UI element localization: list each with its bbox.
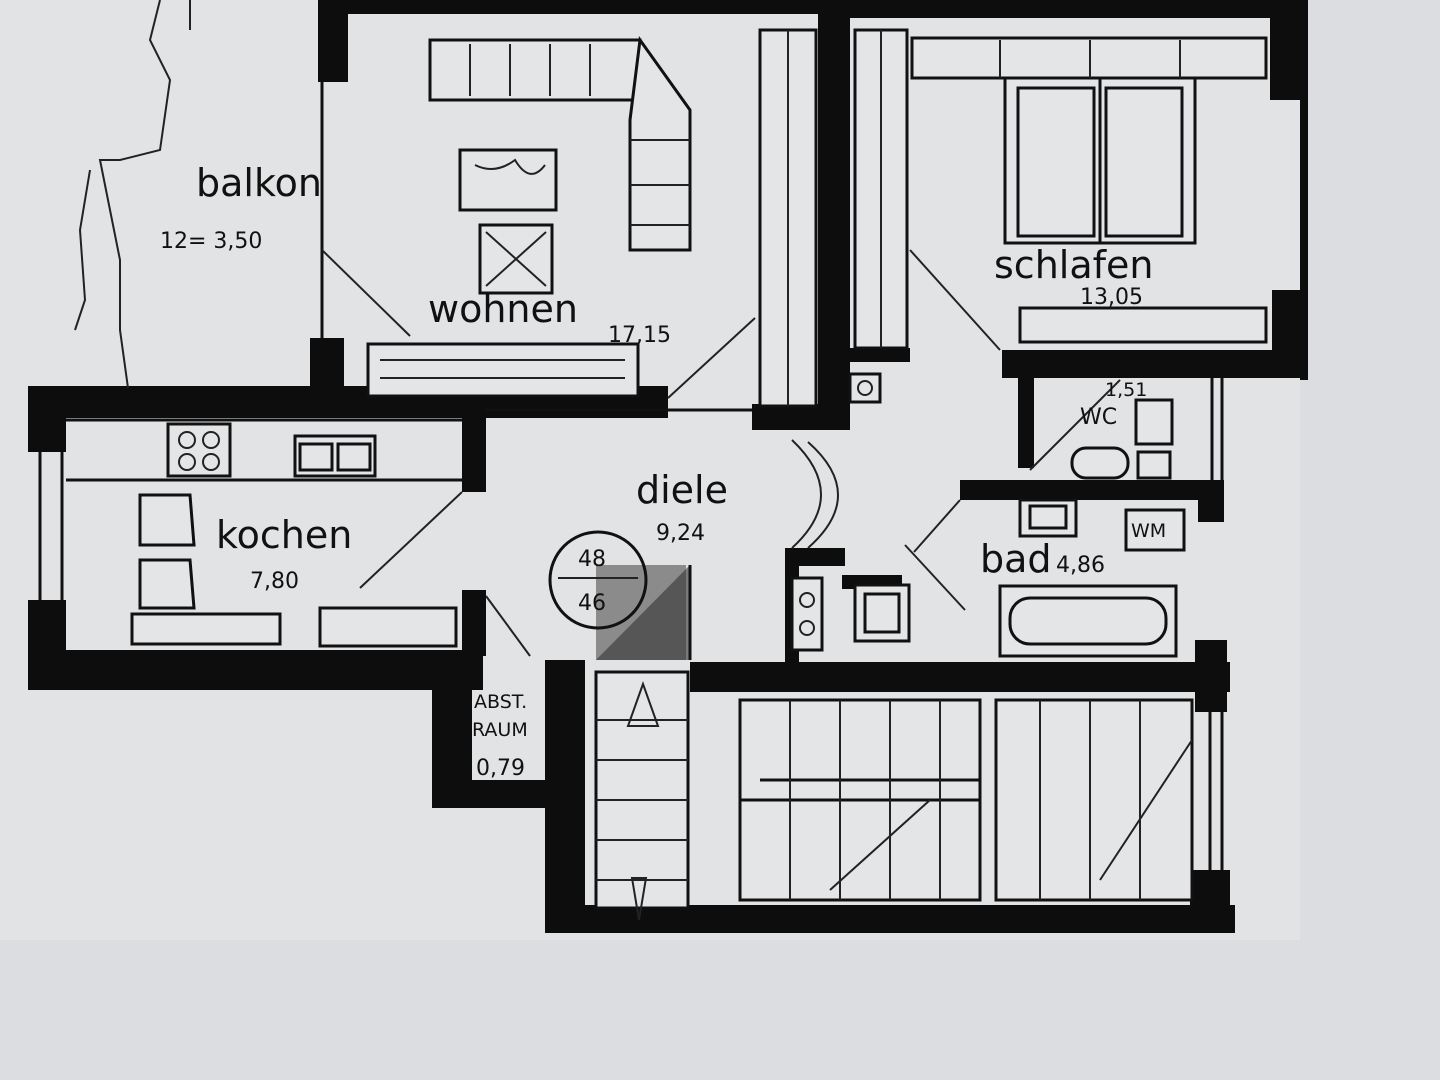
room-area-diele: 9,24 [656, 521, 705, 546]
room-name-bad: bad [980, 537, 1052, 581]
room-area-bad: 4,86 [1056, 553, 1105, 578]
furniture [130, 28, 1268, 921]
room-bad: bad 4,86 WM [980, 520, 1166, 581]
room-kochen: kochen 7,80 [216, 513, 352, 594]
door-swings [321, 249, 1121, 657]
thin-lines [38, 0, 1224, 870]
room-name-abst-line1: ABST. [474, 691, 527, 713]
room-name-wohnen: wohnen [428, 287, 578, 331]
room-name-diele: diele [636, 468, 728, 512]
room-name-balkon: balkon [196, 161, 322, 205]
room-balkon: balkon 12= 3,50 [160, 161, 322, 254]
room-name-abst-line2: RAUM [472, 719, 528, 741]
room-area-abst: 0,79 [476, 756, 525, 781]
room-abstellraum: ABST. RAUM 0,79 [472, 691, 528, 781]
room-name-schlafen: schlafen [994, 243, 1153, 287]
total-area-badge: 48 46 [548, 530, 648, 630]
room-name-kochen: kochen [216, 513, 352, 557]
room-area-wc: 1,51 [1105, 379, 1147, 401]
room-area-schlafen: 13,05 [1080, 285, 1143, 310]
room-area-kochen: 7,80 [250, 569, 299, 594]
total-area-bottom: 46 [578, 591, 606, 616]
walls [28, 0, 1308, 933]
room-name-wc: WC [1080, 405, 1117, 430]
washer-label: WM [1131, 520, 1166, 542]
room-wohnen: wohnen 17,15 [428, 287, 671, 348]
total-area-top: 48 [578, 547, 606, 572]
room-area-wohnen: 17,15 [608, 323, 671, 348]
room-wc: 1,51 WC [1080, 379, 1147, 430]
room-area-balkon: 12= 3,50 [160, 229, 262, 254]
room-schlafen: schlafen 13,05 [994, 243, 1153, 310]
room-diele: diele 9,24 [636, 468, 728, 546]
